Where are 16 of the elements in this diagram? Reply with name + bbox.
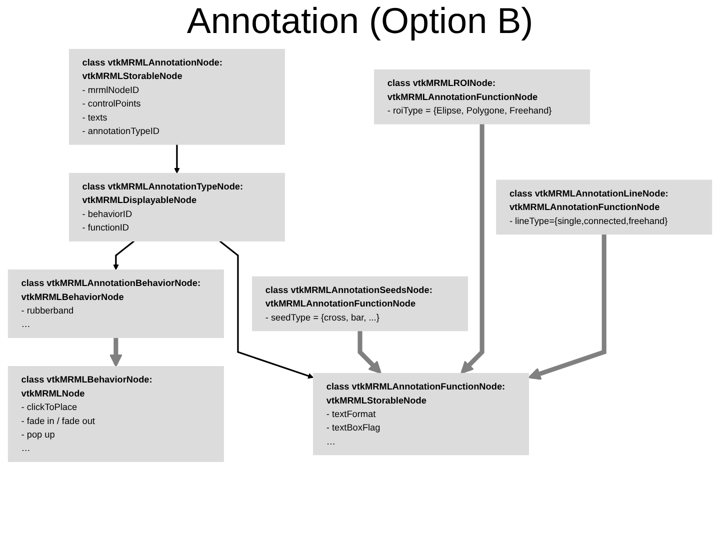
arrow bbox=[113, 240, 135, 270]
block-arrow bbox=[358, 330, 382, 374]
block-arrow bbox=[109, 338, 122, 367]
class-box: class vtkMRMLAnnotationLineNode: vtkMRMLAnnotationFunctionNode - lineType={single,connected,freehand} bbox=[496, 180, 712, 235]
class-box: class vtkMRMLAnnotationSeedsNode: vtkMRMLAnnotationFunctionNode - seedType = {cross, bar, ...} bbox=[252, 276, 468, 332]
class-box: class vtkMRMLROINode: vtkMRMLAnnotationFunctionNode - roiType = {Elipse, Polygone, Freehand} bbox=[374, 69, 590, 124]
class-box: class vtkMRMLBehaviorNode: vtkMRMLNode - clickToPlace - fade in / fade out - pop up … bbox=[8, 366, 224, 462]
class-box: class vtkMRMLAnnotationTypeNode: vtkMRMLDisplayableNode - behaviorID - functionID bbox=[68, 172, 285, 242]
class-box: class vtkMRMLAnnotationFunctionNode: vtkMRMLStorableNode - textFormat - textBoxFlag … bbox=[313, 372, 530, 456]
block-arrow bbox=[460, 124, 484, 374]
diagram-title: Annotation (Option B) bbox=[186, 0, 534, 42]
class-box: class vtkMRMLAnnotationBehaviorNode: vtkMRMLBehaviorNode - rubberband … bbox=[8, 269, 224, 338]
class-box: class vtkMRMLAnnotationNode: vtkMRMLStorableNode - mrmlNodeID - controlPoints - texts - annotationTypeID bbox=[68, 48, 285, 145]
block-arrow bbox=[528, 234, 606, 380]
arrow bbox=[219, 240, 314, 379]
arrow bbox=[174, 144, 180, 174]
